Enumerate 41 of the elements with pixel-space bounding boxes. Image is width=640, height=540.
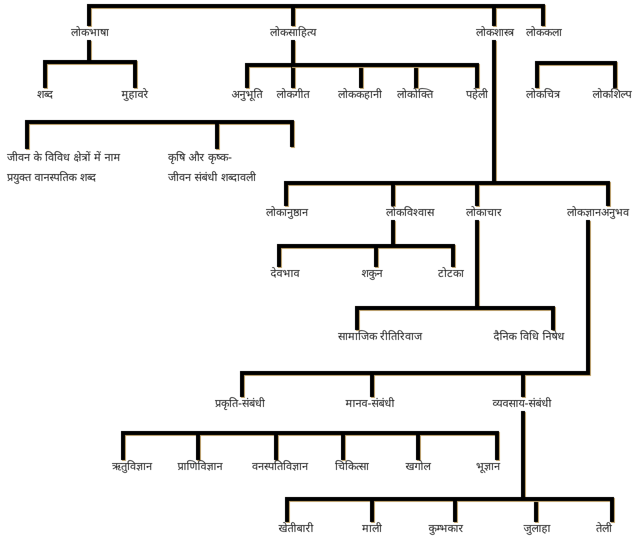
- category-label: तेली: [594, 520, 614, 538]
- category-label: लोकचित्र: [524, 86, 562, 104]
- category-label: लोकोक्ति: [395, 86, 435, 104]
- category-label: प्रकृति-संबंधी: [213, 395, 267, 413]
- category-label: टोटका: [436, 265, 466, 283]
- category-label: प्राणिविज्ञान: [176, 458, 224, 476]
- category-label: मुहावरे: [120, 86, 150, 104]
- category-label: लोकगीत: [274, 86, 312, 104]
- category-label: जुलाहा: [522, 520, 552, 538]
- category-label: कुम्भकार: [426, 520, 466, 538]
- category-label: कृषि और कृष्क- जीवन संबंधी शब्दावली: [166, 147, 258, 189]
- category-label: लोककहानी: [336, 86, 384, 104]
- category-label: दैनिक विधि निषेध: [492, 328, 566, 346]
- category-label: शकुन: [360, 265, 384, 283]
- category-label: व्यवसाय-संबंधी: [490, 395, 554, 413]
- category-label: लोकज्ञानअनुभव: [565, 204, 631, 222]
- category-label: लोकसाहित्य: [268, 24, 318, 42]
- category-label: लोककला: [524, 24, 564, 42]
- category-label: चिकित्सा: [333, 458, 371, 476]
- connector-line: [416, 431, 499, 460]
- connector-line: [535, 61, 617, 88]
- category-label: सामाजिक रीतिरिवाज: [336, 328, 424, 346]
- category-label: लोकशिल्प: [590, 86, 634, 104]
- category-label: अनुभूति: [230, 86, 264, 104]
- category-label: खेतीबारी: [276, 520, 316, 538]
- category-label: जीवन के विविध क्षेत्रों में नाम प्रयुक्त वानस्पतिक शब्द: [5, 147, 144, 189]
- category-label: खगोल: [404, 458, 432, 476]
- category-label: शब्द: [35, 86, 55, 104]
- category-label: लोकानुष्ठान: [264, 204, 310, 222]
- category-label: लोकभाषा: [69, 24, 111, 42]
- category-label: देवभाव: [268, 265, 302, 283]
- category-label: वनस्पतिविज्ञान: [250, 458, 310, 476]
- category-label: लोकशास्त्र: [474, 24, 516, 42]
- category-label: पहेली: [464, 86, 490, 104]
- category-label: मानव-संबंधी: [344, 395, 396, 413]
- category-label: लोकविश्वास: [384, 204, 436, 222]
- category-label: ऋतुविज्ञान: [110, 458, 154, 476]
- connector-line: [215, 120, 294, 149]
- category-label: लोकाचार: [464, 204, 504, 222]
- category-label: माली: [360, 520, 384, 538]
- category-label: भूज्ञान: [474, 458, 502, 476]
